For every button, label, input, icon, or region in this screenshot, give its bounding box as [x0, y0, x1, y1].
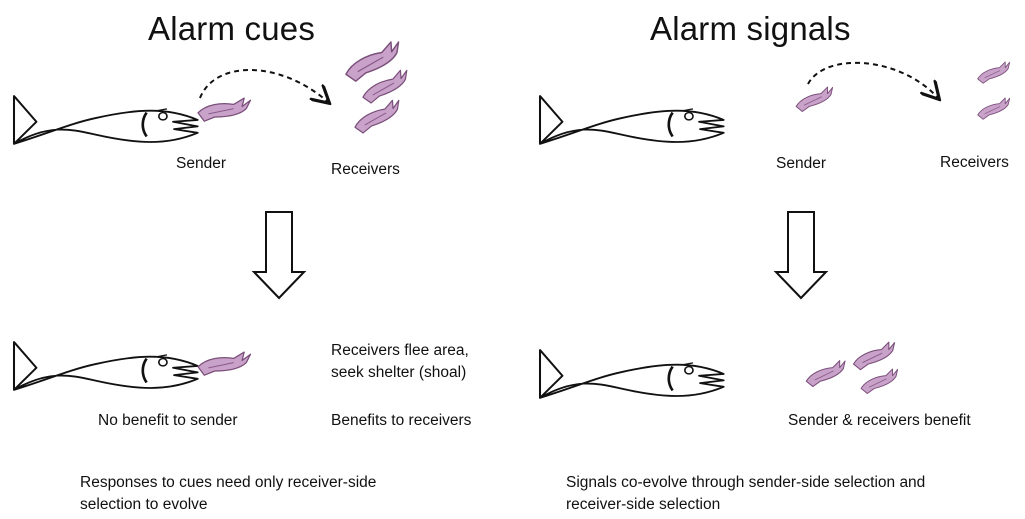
right-footer-line1: Signals co-evolve through sender-side se…	[566, 472, 925, 494]
right-receivers-label: Receivers	[940, 154, 1009, 172]
right-down-arrow-icon	[776, 212, 826, 298]
left-receiver-prey-icon	[359, 68, 413, 104]
left-receiver-prey-icon	[351, 98, 405, 134]
right-bottom-predator-fish-icon	[540, 350, 724, 398]
right-bottom-prey-icon	[858, 368, 901, 395]
right-outcome: Sender & receivers benefit	[788, 412, 971, 430]
right-footer-line2: receiver-side selection	[566, 494, 720, 516]
right-receiver-prey-icon	[975, 61, 1013, 84]
left-footer-line2: selection to evolve	[80, 494, 208, 516]
right-receiver-prey-icon	[975, 97, 1013, 120]
left-receivers-label: Receivers	[331, 161, 400, 179]
left-response-line2: seek shelter (shoal)	[331, 364, 466, 382]
right-top-sender-prey-icon	[793, 86, 836, 113]
right-bottom-prey-icon	[850, 341, 898, 371]
left-outcome-receivers: Benefits to receivers	[331, 412, 471, 430]
left-top-predator-fish-icon	[14, 96, 198, 144]
left-down-arrow-icon	[254, 212, 304, 298]
left-footer-line1: Responses to cues need only receiver-sid…	[80, 472, 376, 494]
left-bottom-eaten-prey-icon	[198, 352, 251, 375]
right-bottom-prey-icon	[803, 359, 849, 387]
right-sender-label: Sender	[776, 155, 826, 173]
left-dashed-arrow	[200, 70, 328, 102]
left-outcome-sender: No benefit to sender	[98, 412, 238, 430]
left-sender-label: Sender	[176, 155, 226, 173]
right-top-predator-fish-icon	[540, 96, 724, 144]
left-top-sender-prey-icon	[198, 98, 251, 121]
left-bottom-predator-fish-icon	[14, 342, 198, 390]
left-response-line1: Receivers flee area,	[331, 342, 469, 360]
